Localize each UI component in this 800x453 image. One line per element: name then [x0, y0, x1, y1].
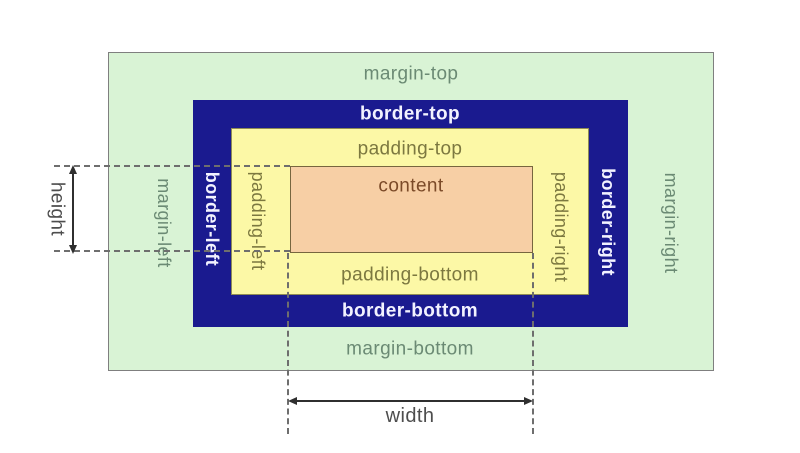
border-top-label: border-top [359, 103, 461, 125]
width-arrowhead-right-icon [524, 396, 533, 405]
height-arrowhead-up-icon [68, 165, 77, 174]
margin-top-label: margin-top [363, 63, 459, 85]
height-guide-bottom-dashed-line [54, 250, 290, 252]
content-label: content [378, 175, 444, 197]
padding-right-label: padding-right [551, 171, 571, 283]
content-box [290, 166, 533, 253]
width-arrow [292, 400, 529, 402]
height-arrow [72, 170, 74, 248]
margin-left-label: margin-left [154, 178, 174, 268]
padding-top-label: padding-top [357, 138, 463, 160]
padding-bottom-label: padding-bottom [341, 264, 479, 286]
border-left-label: border-left [202, 171, 222, 267]
height-arrowhead-down-icon [68, 245, 77, 254]
height-label: height [46, 181, 68, 237]
width-guide-left-dashed-line [287, 253, 289, 434]
border-bottom-label: border-bottom [341, 300, 479, 322]
height-guide-top-dashed-line [54, 165, 290, 167]
width-guide-right-dashed-line [532, 253, 534, 434]
width-arrowhead-left-icon [288, 396, 297, 405]
border-right-label: border-right [598, 168, 618, 276]
width-label: width [385, 405, 435, 427]
margin-bottom-label: margin-bottom [346, 338, 474, 360]
padding-left-label: padding-left [248, 171, 268, 271]
margin-right-label: margin-right [661, 172, 681, 274]
